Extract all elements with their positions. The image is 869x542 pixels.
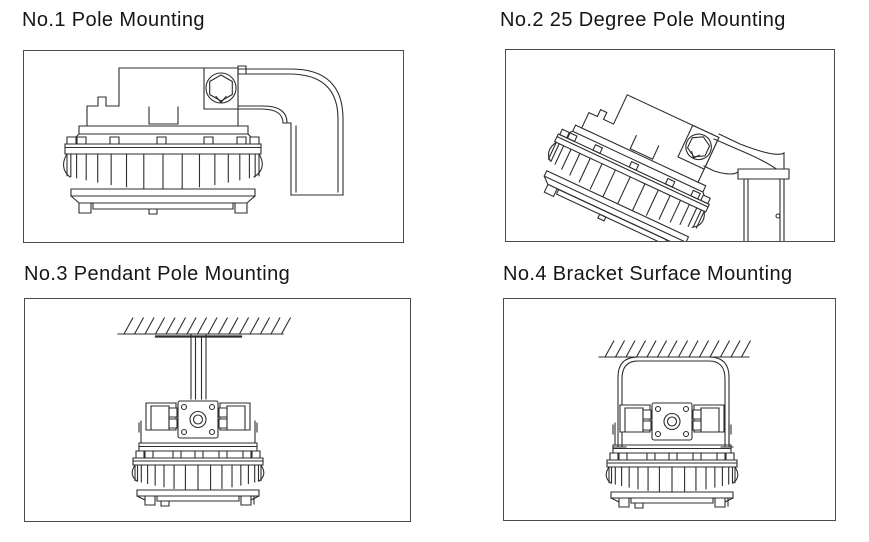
diagram-frame-2 [505,49,835,242]
bracket-surface-mounting-drawing [504,299,835,509]
diagram-frame-1 [23,50,404,243]
diagram-title-3: No.3 Pendant Pole Mounting [24,263,291,285]
diagram-title-2: No.2 25 Degree Pole Mounting [500,9,786,31]
pendant-pole-mounting-drawing [25,299,410,507]
ceiling-hatch [599,341,750,357]
tilted-fixture [531,74,739,241]
pole-mounting-drawing [63,65,344,215]
diagram-frame-4 [503,298,836,521]
diagram-title-4: No.4 Bracket Surface Mounting [503,263,793,285]
arch-bracket [618,357,729,447]
pendant-pole [191,334,206,399]
ceiling-hatch [118,318,290,334]
diagram-frame-3 [24,298,411,522]
25-degree-pole-mounting-drawing [531,74,834,241]
diagram-title-1: No.1 Pole Mounting [22,9,205,31]
